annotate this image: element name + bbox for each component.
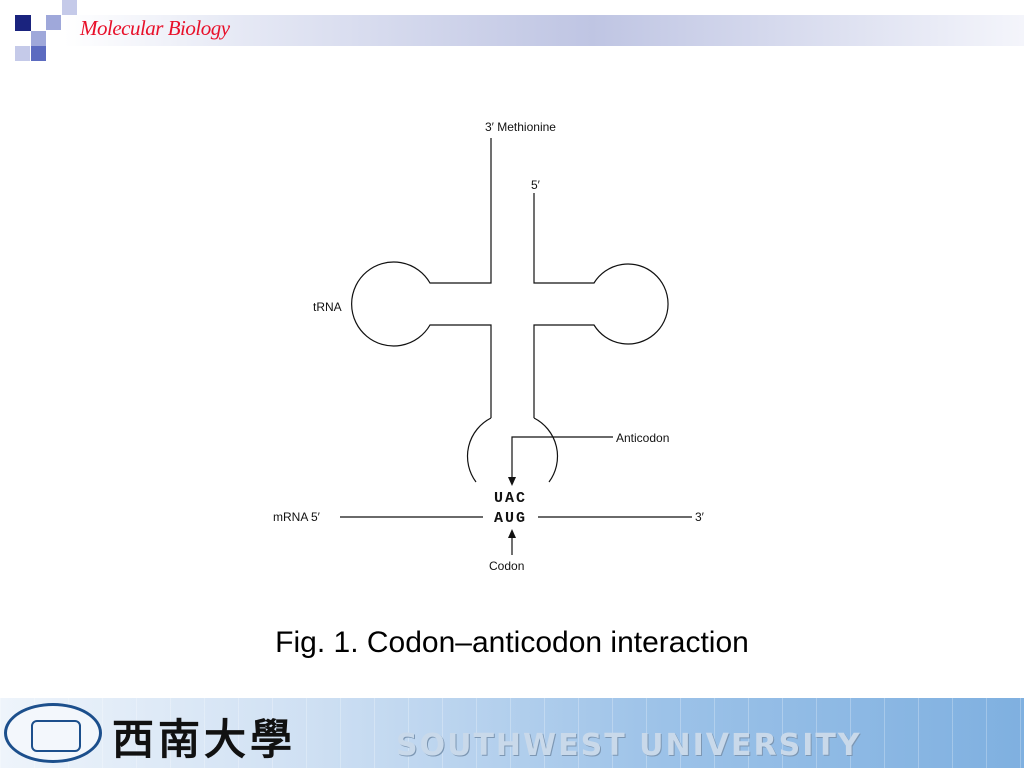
header-square-dark xyxy=(15,15,31,31)
university-seal-icon xyxy=(4,703,102,763)
trna-outline-upper-left xyxy=(351,138,492,418)
header-title: Molecular Biology xyxy=(80,16,230,40)
anticodon-pointer xyxy=(511,436,613,480)
codon-bases: AUG xyxy=(494,510,527,527)
trna-outline-upper-right xyxy=(533,193,669,418)
header-square-light xyxy=(15,46,30,61)
codon-arrowhead xyxy=(508,529,516,538)
slide-header: Molecular Biology xyxy=(0,0,1024,64)
seal-emblem xyxy=(31,720,81,752)
mrna-label: mRNA 5′ xyxy=(273,510,321,524)
three-prime-label: 3′ xyxy=(695,510,705,524)
header-square-dark xyxy=(31,46,46,61)
trna-diagram: 3′ Methionine 5′ tRNA Anticodon UAC AUG … xyxy=(273,120,705,573)
anticodon-label: Anticodon xyxy=(616,431,669,445)
figure-caption: Fig. 1. Codon–anticodon interaction xyxy=(275,626,749,659)
codon-label: Codon xyxy=(489,559,524,573)
university-name-chinese: 西南大學 xyxy=(112,715,297,764)
footer-texture xyxy=(0,698,1024,768)
header-square-light xyxy=(46,15,61,30)
header-gradient-bar xyxy=(64,15,1024,46)
five-prime-label: 5′ xyxy=(531,178,541,192)
university-name-english: SOUTHWEST UNIVERSITY xyxy=(396,728,862,763)
slide-footer: 西南大學 SOUTHWEST UNIVERSITY xyxy=(0,698,1024,768)
anticodon-bases: UAC xyxy=(494,490,527,507)
header-square-light xyxy=(62,0,77,15)
trna-label: tRNA xyxy=(313,300,342,314)
methionine-label: 3′ Methionine xyxy=(485,120,556,134)
anticodon-loop xyxy=(533,417,559,483)
anticodon-arrowhead xyxy=(508,477,516,486)
header-square-light xyxy=(31,31,46,46)
anticodon-loop xyxy=(466,417,492,483)
